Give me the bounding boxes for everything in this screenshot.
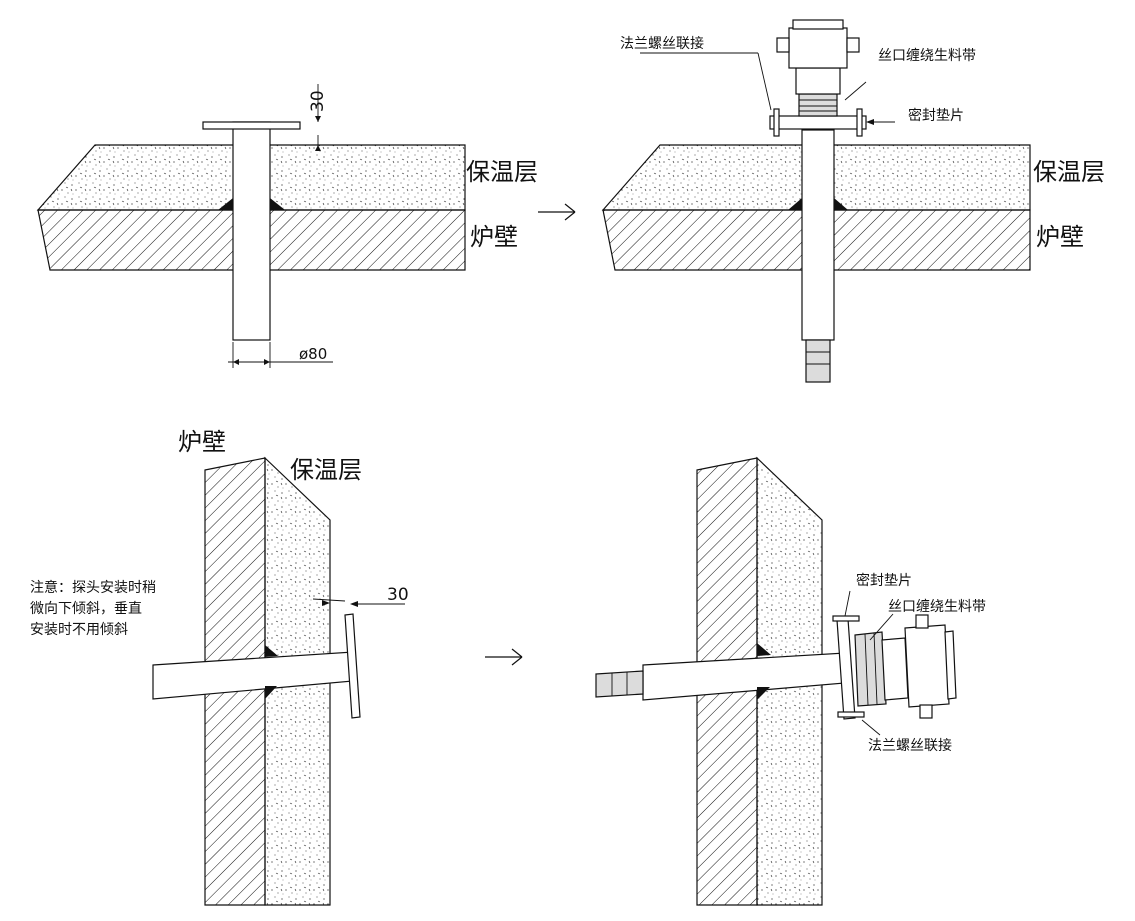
probe-tip	[595, 670, 644, 698]
leader-arrow	[866, 119, 874, 125]
dimension-arrow	[350, 601, 358, 607]
weld-mark	[788, 198, 802, 210]
mounting-pipe	[801, 129, 835, 341]
thread-line	[873, 632, 878, 705]
transmitter-neck	[881, 637, 909, 701]
thread-tape-label: 丝口缠绕生料带	[878, 47, 976, 64]
flange-screw-label: 法兰螺丝联接	[620, 35, 704, 52]
flange-plate	[344, 613, 361, 719]
thread-tape	[854, 631, 887, 707]
leader-line	[861, 719, 881, 736]
insulation-label: 保温层	[290, 456, 362, 484]
panel-bottom-right: 密封垫片 丝口缠绕生料带 法兰螺丝联接	[595, 456, 986, 906]
dimension-arrow	[233, 359, 239, 365]
thread-line	[864, 633, 869, 706]
note-line-1: 注意：探头安装时稍	[30, 579, 156, 596]
dimension-arrow	[264, 359, 270, 365]
dimension-80-label: ø80	[299, 345, 327, 363]
cable-gland	[776, 37, 790, 53]
right-arrow-icon	[564, 203, 576, 213]
flange-bolt	[773, 108, 780, 137]
cable-gland	[919, 704, 933, 719]
flange-bolt	[832, 615, 860, 622]
gasket-label: 密封垫片	[908, 107, 964, 124]
transmitter-housing	[904, 624, 950, 708]
transmitter-cap	[792, 19, 844, 30]
arrow-top	[538, 203, 576, 221]
panel-bottom-left: 30 炉壁 保温层 注意：探头安装时稍 微向下倾斜，垂直 安装时不用倾斜	[30, 428, 409, 906]
probe-tip	[805, 339, 831, 383]
leader-line	[757, 52, 772, 111]
flange-screw-label: 法兰螺丝联接	[868, 737, 952, 754]
thread-tape-label: 丝口缠绕生料带	[888, 598, 986, 615]
right-arrow-icon	[564, 211, 576, 221]
weld-mark	[218, 198, 233, 210]
flange-plate	[202, 121, 301, 130]
weld-mark	[757, 643, 771, 656]
flange-plate	[769, 115, 867, 130]
gasket-label: 密封垫片	[856, 572, 912, 589]
panel-top-right: 法兰螺丝联接 丝口缠绕生料带 密封垫片 保温层 炉壁	[601, 19, 1105, 383]
weld-mark	[270, 198, 285, 210]
furnace-wall-label: 炉壁	[470, 223, 518, 251]
dimension-arrow	[315, 145, 321, 151]
insulation-label: 保温层	[1033, 158, 1105, 186]
furnace-wall-label: 炉壁	[178, 428, 226, 456]
panel-top-left: 30 ø80 保温层 炉壁	[36, 84, 538, 368]
dimension-arrow	[315, 116, 321, 122]
leader-line	[844, 590, 851, 617]
note-line-2: 微向下倾斜，垂直	[30, 600, 142, 617]
arrow-bottom	[485, 648, 523, 666]
dimension-30-label: 30	[387, 585, 409, 605]
right-arrow-icon	[511, 648, 523, 658]
note-line-3: 安装时不用倾斜	[30, 622, 128, 638]
right-arrow-icon	[511, 656, 523, 666]
leader-line	[869, 613, 894, 641]
cable-gland	[915, 614, 929, 629]
thread-tape	[798, 93, 838, 117]
leader-line	[844, 81, 867, 101]
flange-bolt	[837, 711, 865, 718]
transmitter-cap	[944, 630, 957, 700]
mounting-pipe	[232, 121, 271, 341]
weld-mark	[265, 686, 277, 699]
dimension-30-label: 30	[308, 90, 328, 112]
furnace-wall-label: 炉壁	[1036, 223, 1084, 251]
weld-mark	[265, 645, 278, 657]
weld-mark	[834, 198, 848, 210]
insulation-label: 保温层	[466, 158, 538, 186]
dimension-arrow	[322, 600, 330, 606]
dimension-line	[312, 598, 346, 602]
flange-bolt	[856, 108, 863, 137]
transmitter-neck	[795, 67, 841, 95]
transmitter-housing	[788, 27, 848, 69]
weld-mark	[757, 687, 770, 700]
cable-gland	[846, 37, 860, 53]
